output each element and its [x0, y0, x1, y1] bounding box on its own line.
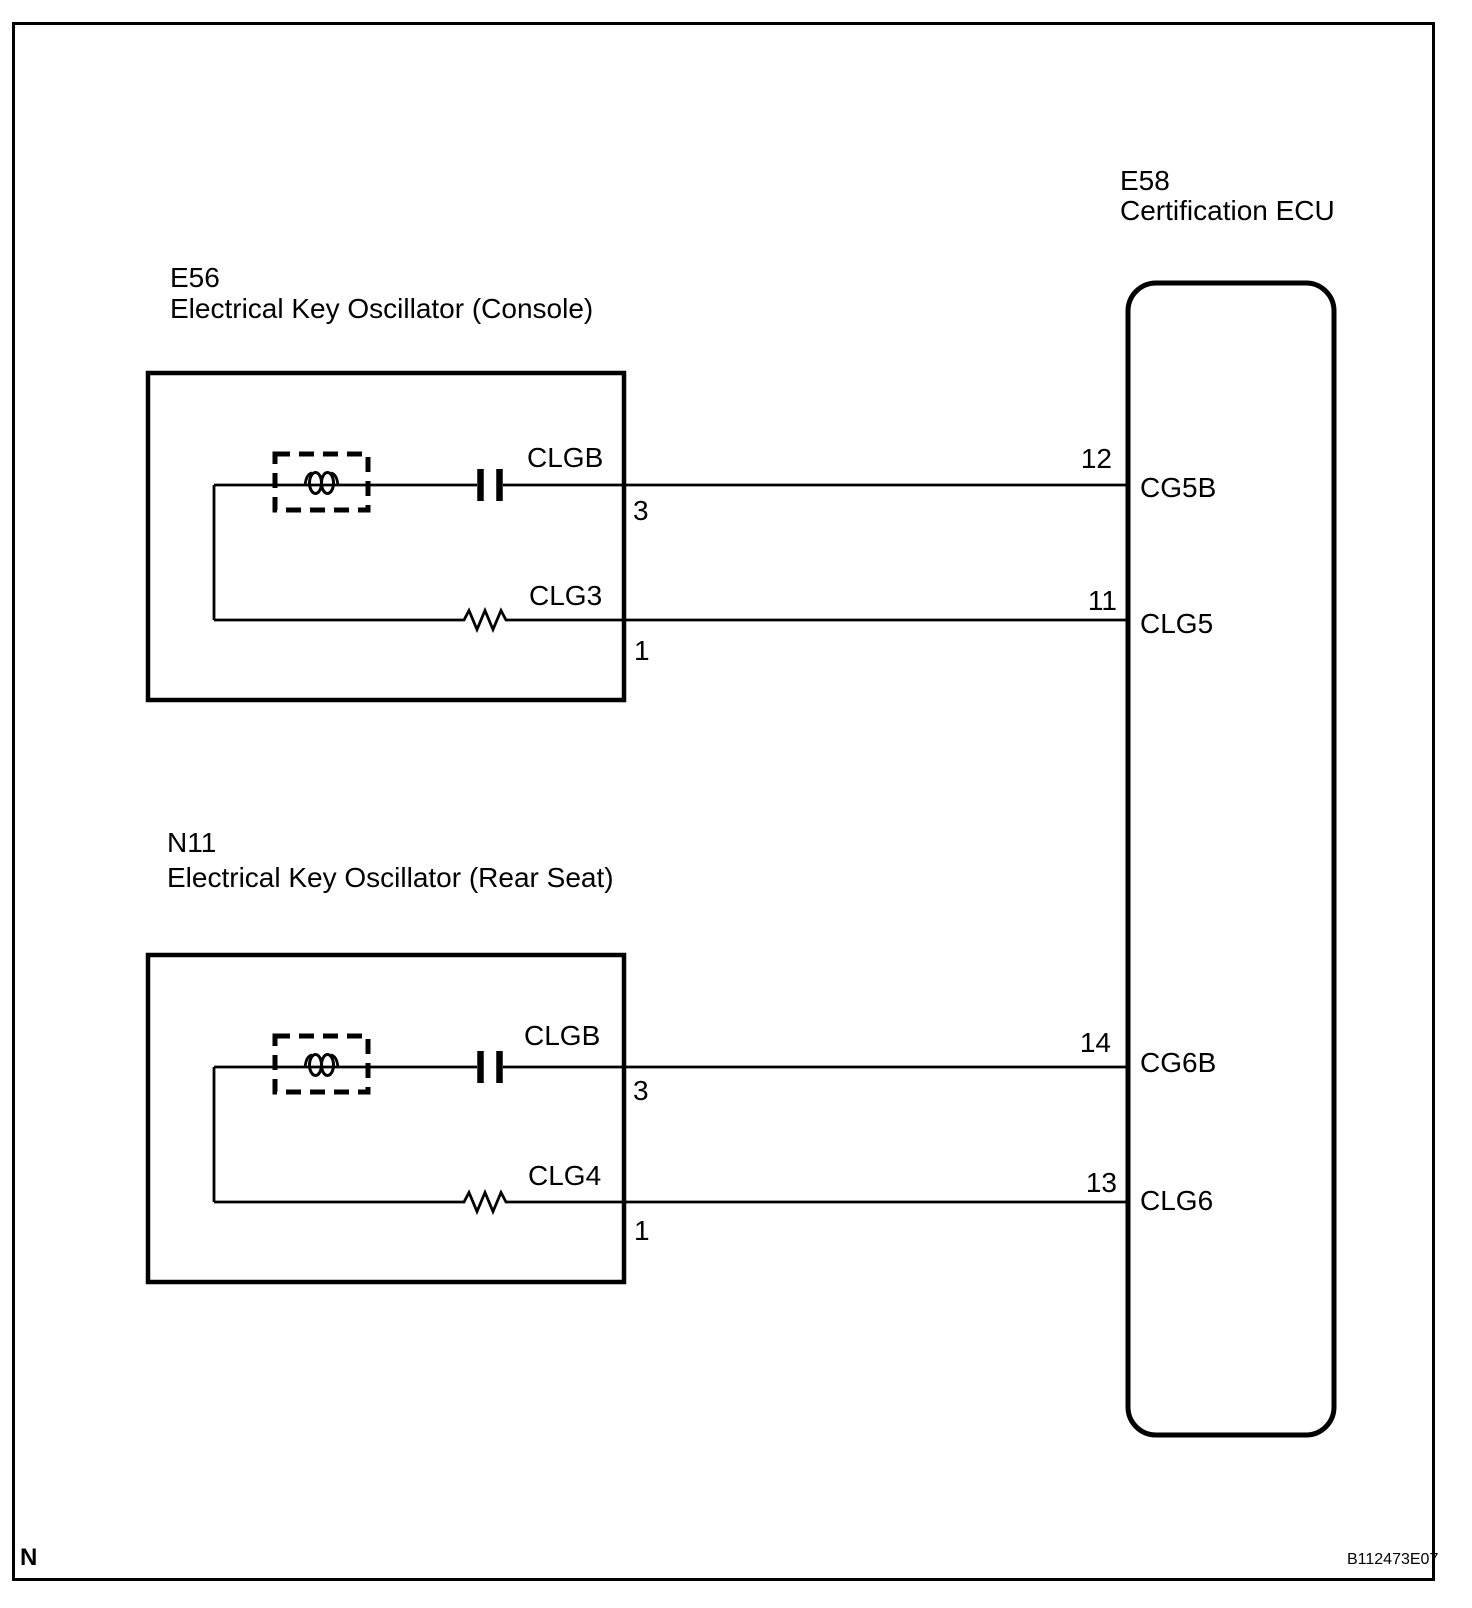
- ecu-pin-label-clg5: CLG5: [1140, 608, 1214, 639]
- wire-e56-clg3-to-ecu-pin11: [214, 606, 1128, 634]
- component-id-e58: E58: [1120, 165, 1170, 196]
- ecu-pin-number-13: 13: [1085, 1167, 1117, 1198]
- ecu-pin-label-cg6b: CG6B: [1140, 1047, 1217, 1078]
- component-box-e56: [145, 370, 627, 703]
- inductor-coil-icon: [330, 1053, 340, 1069]
- page-border: [12, 22, 1435, 1581]
- inductor-coil-icon: [320, 471, 335, 495]
- ecu-pin-label-cg5b: CG5B: [1140, 472, 1217, 503]
- wire-n11-clg4-to-ecu-pin13: [214, 1188, 1128, 1216]
- signal-label-e56-clg3: CLG3: [529, 580, 603, 611]
- inductor-dashed-box-n11: [272, 1033, 371, 1095]
- pin-number-n11-3: 3: [633, 1075, 649, 1106]
- inductor-coil-icon: [330, 471, 340, 487]
- component-id-e56: E56: [170, 262, 220, 293]
- inductor-dashed-box-e56: [272, 451, 371, 513]
- footer-section-mark: N: [20, 1544, 38, 1571]
- ecu-pin-label-clg6: CLG6: [1140, 1185, 1214, 1216]
- component-name-e58: Certification ECU: [1120, 195, 1335, 226]
- ecu-pin-number-14: 14: [1079, 1027, 1111, 1058]
- ecu-pin-number-12: 12: [1080, 443, 1112, 474]
- component-name-e56: Electrical Key Oscillator (Console): [170, 293, 594, 324]
- pin-number-e56-3: 3: [633, 495, 649, 526]
- pin-number-e56-1: 1: [634, 635, 650, 666]
- signal-label-e56-clgb: CLGB: [527, 442, 604, 473]
- signal-label-n11-clgb: CLGB: [524, 1020, 601, 1051]
- component-id-n11: N11: [167, 827, 217, 858]
- signal-label-n11-clg4: CLG4: [528, 1160, 602, 1191]
- component-box-e58-ecu: [1125, 280, 1337, 1438]
- inductor-coil-icon: [308, 471, 323, 495]
- component-name-n11: Electrical Key Oscillator (Rear Seat): [167, 862, 614, 893]
- component-box-n11: [145, 952, 627, 1285]
- inductor-coil-icon: [320, 1053, 335, 1077]
- ecu-pin-number-11: 11: [1087, 585, 1117, 616]
- inductor-coil-icon: [308, 1053, 323, 1077]
- footer-drawing-code: B112473E07: [1347, 1551, 1439, 1568]
- pin-number-n11-1: 1: [634, 1215, 650, 1246]
